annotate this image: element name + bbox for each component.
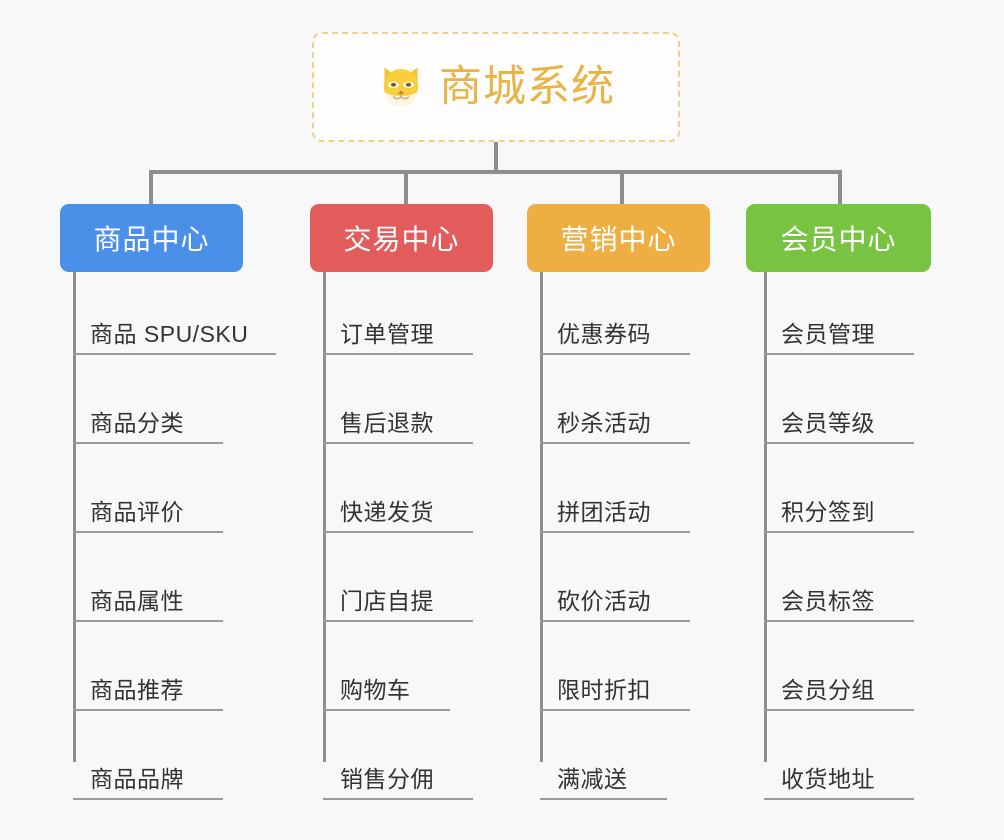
leaf-underline (73, 531, 223, 533)
leaf-label: 商品品牌 (90, 766, 184, 792)
leaf-label: 门店自提 (340, 588, 434, 614)
branch-label: 交易中心 (343, 224, 460, 255)
leaf-label: 积分签到 (781, 499, 875, 525)
branch-header-product-center[interactable]: 商品中心 (60, 204, 243, 272)
leaf-underline (540, 442, 690, 444)
leaf-label: 购物车 (340, 677, 411, 703)
leaf-label: 拼团活动 (557, 499, 651, 525)
leaf-underline (540, 531, 690, 533)
branch-spine-member-center (764, 272, 767, 762)
leaf-label: 商品 SPU/SKU (90, 321, 249, 347)
leaf-label: 商品评价 (90, 499, 184, 525)
leaf-underline (764, 442, 914, 444)
leaf-underline (73, 442, 223, 444)
connector-drop-trade-center (404, 170, 408, 206)
leaf-underline (540, 709, 690, 711)
leaf-label: 秒杀活动 (557, 410, 651, 436)
branch-label: 商品中心 (93, 224, 210, 255)
leaf-underline (323, 798, 473, 800)
branch-spine-product-center (73, 272, 76, 762)
leaf-label: 会员分组 (781, 677, 875, 703)
leaf-underline (323, 709, 450, 711)
leaf-label: 商品推荐 (90, 677, 184, 703)
leaf-underline (764, 798, 914, 800)
connector-drop-marketing-center (620, 170, 624, 206)
leaf-label: 快递发货 (340, 499, 434, 525)
leaf-underline (73, 620, 223, 622)
branch-header-trade-center[interactable]: 交易中心 (310, 204, 493, 272)
leaf-label: 商品属性 (90, 588, 184, 614)
branch-header-member-center[interactable]: 会员中心 (746, 204, 931, 272)
leaf-label: 满减送 (557, 766, 628, 792)
leaf-label: 砍价活动 (557, 588, 651, 614)
leaf-underline (764, 531, 914, 533)
leaf-label: 会员等级 (781, 410, 875, 436)
leaf-underline (764, 353, 914, 355)
connector-root-stem (494, 142, 498, 172)
leaf-underline (73, 798, 223, 800)
leaf-label: 优惠券码 (557, 321, 651, 347)
branch-header-marketing-center[interactable]: 营销中心 (527, 204, 710, 272)
leaf-label: 限时折扣 (557, 677, 651, 703)
leaf-underline (323, 531, 473, 533)
leaf-underline (540, 620, 690, 622)
leaf-underline (764, 620, 914, 622)
leaf-underline (73, 709, 223, 711)
leaf-label: 销售分佣 (340, 766, 434, 792)
leaf-label: 售后退款 (340, 410, 434, 436)
leaf-underline (323, 353, 473, 355)
leaf-label: 会员管理 (781, 321, 875, 347)
shiba-dog-face-icon (383, 67, 419, 107)
leaf-underline (764, 709, 914, 711)
leaf-underline (73, 353, 276, 355)
branch-spine-marketing-center (540, 272, 543, 762)
leaf-label: 会员标签 (781, 588, 875, 614)
root-title: 商城系统 (439, 62, 615, 111)
branch-label: 会员中心 (780, 224, 897, 255)
connector-drop-member-center (838, 170, 842, 206)
branch-label: 营销中心 (560, 224, 677, 255)
connector-drop-product-center (149, 170, 153, 206)
leaf-underline (540, 353, 690, 355)
connector-horizontal-bus (151, 170, 841, 174)
root-node[interactable]: 商城系统 (312, 32, 680, 142)
leaf-label: 收货地址 (781, 766, 875, 792)
leaf-label: 订单管理 (340, 321, 434, 347)
leaf-underline (323, 442, 473, 444)
leaf-underline (323, 620, 473, 622)
leaf-label: 商品分类 (90, 410, 184, 436)
branch-spine-trade-center (323, 272, 326, 762)
leaf-underline (540, 798, 667, 800)
